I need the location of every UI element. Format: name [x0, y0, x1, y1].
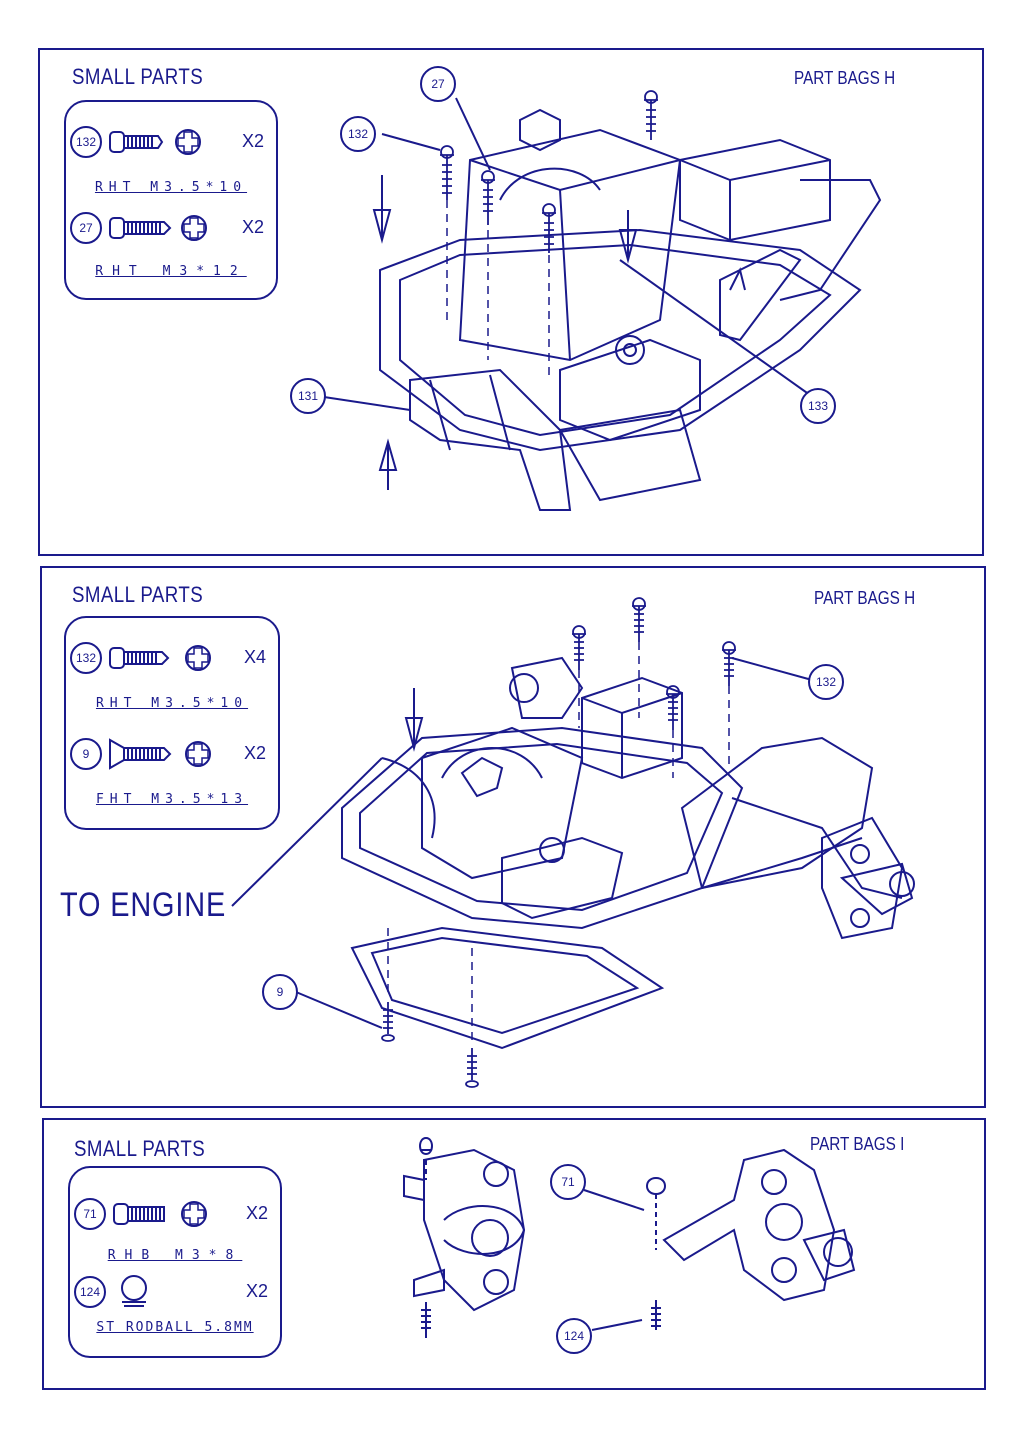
part-bag-label: PART BAGS H [794, 68, 896, 88]
callout-131: 131 [290, 378, 326, 414]
part-number: 71 [74, 1198, 106, 1230]
to-engine-note: TO ENGINE [60, 886, 227, 924]
phillips-head-icon [185, 741, 211, 767]
part-bag-label: PART BAGS H [814, 588, 916, 608]
callout-9: 9 [262, 974, 298, 1010]
screw-icon [109, 217, 172, 239]
bolt-icon [113, 1203, 165, 1225]
callout-133: 133 [800, 388, 836, 424]
callout-27: 27 [420, 66, 456, 102]
part-number: 27 [70, 212, 102, 244]
quantity: X4 [244, 647, 267, 667]
chassis-front-assembly-drawing [231, 597, 915, 1088]
part-spec: ST RODBALL 5.8MM [96, 1320, 254, 1335]
assembly-panel-3: SMALL PARTS PART BAGS I 71 X2 RHB M3*8 1… [42, 1118, 986, 1390]
part-spec: RHB M3*8 [107, 1248, 243, 1263]
part-number: 9 [70, 738, 102, 770]
flat-screw-icon [109, 738, 172, 770]
quantity: X2 [242, 217, 265, 237]
small-parts-title: SMALL PARTS [74, 1136, 206, 1161]
small-parts-title: SMALL PARTS [72, 582, 204, 607]
callout-132: 132 [808, 664, 844, 700]
screw-icon [109, 131, 164, 153]
part-spec: RHT M3.5*10 [95, 696, 249, 711]
small-parts-box: 132 X4 RHT M3.5*10 9 X [64, 616, 280, 830]
phillips-head-icon [181, 1201, 207, 1227]
quantity: X2 [244, 743, 267, 763]
screw-icon [109, 647, 170, 669]
phillips-head-icon [175, 129, 201, 155]
part-spec: RHT M3*12 [95, 264, 247, 279]
part-spec: FHT M3.5*13 [95, 792, 249, 807]
quantity: X2 [246, 1281, 269, 1301]
quantity: X2 [246, 1203, 269, 1223]
rodball-icon [121, 1275, 147, 1307]
phillips-head-icon [185, 645, 211, 671]
part-spec: RHT M3.5*10 [94, 180, 248, 195]
small-parts-box: 71 X2 RHB M3*8 124 X2 ST RODBALL 5.8MM [68, 1166, 282, 1358]
part-bag-label: PART BAGS I [810, 1134, 905, 1154]
part-number: 132 [70, 642, 102, 674]
chassis-assembly-drawing [323, 90, 882, 511]
assembly-panel-1: SMALL PARTS PART BAGS H 132 X2 RHT M3.5*… [38, 48, 984, 556]
small-parts-box: 132 X2 RHT M3.5*10 27 [64, 100, 278, 300]
phillips-head-icon [181, 215, 207, 241]
part-number: 124 [74, 1276, 106, 1308]
part-number: 132 [70, 126, 102, 158]
callout-132: 132 [340, 116, 376, 152]
callout-124: 124 [556, 1318, 592, 1354]
assembly-panel-2: SMALL PARTS PART BAGS H 132 X4 RHT M3.5*… [40, 566, 986, 1108]
quantity: X2 [242, 131, 265, 151]
steering-knuckle-drawing [403, 1137, 856, 1338]
callout-71: 71 [550, 1164, 586, 1200]
small-parts-title: SMALL PARTS [72, 64, 204, 89]
